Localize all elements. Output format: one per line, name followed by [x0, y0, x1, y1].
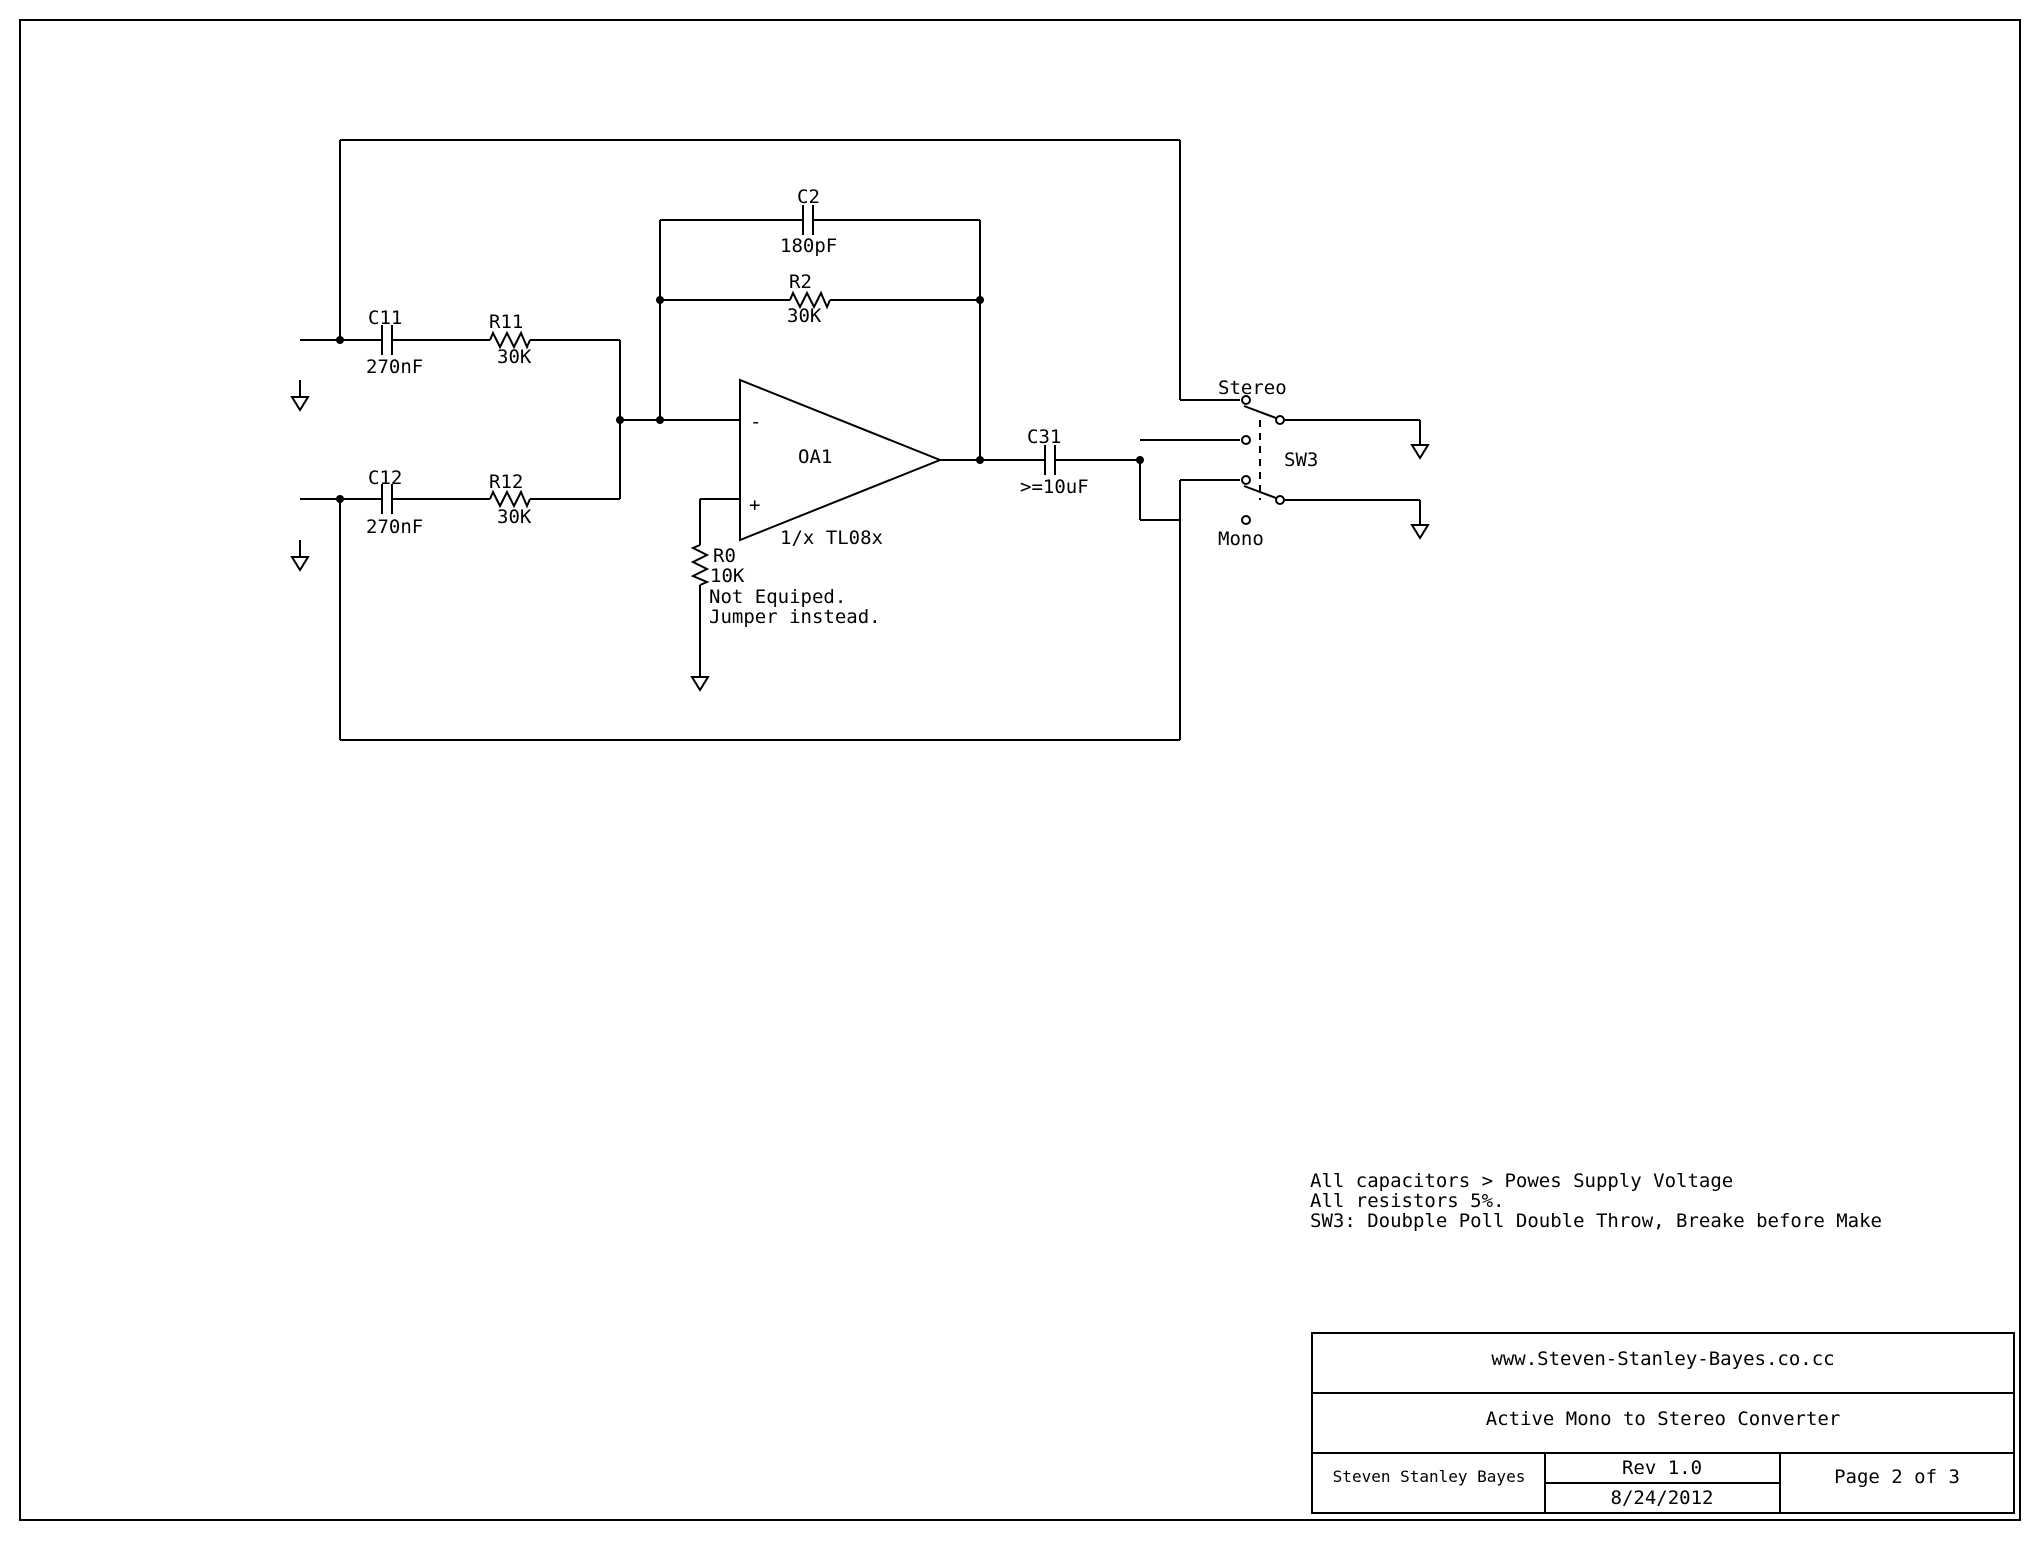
c31-label: C31 — [1027, 426, 1061, 448]
r2-value: 30K — [787, 305, 822, 327]
r12-label: R12 — [489, 471, 523, 493]
opamp-oa1 — [739, 378, 943, 542]
capacitor-c11 — [381, 325, 393, 355]
title-block-date: 8/24/2012 — [1611, 1487, 1714, 1509]
r11-label: R11 — [489, 311, 523, 333]
r0-label: R0 — [713, 545, 736, 567]
r11-value: 30K — [497, 346, 532, 368]
resistor-r0 — [690, 544, 710, 586]
r0-note-line2: Jumper instead. — [709, 606, 881, 628]
resistor-r12 — [489, 489, 531, 509]
capacitor-c31 — [1044, 445, 1056, 475]
opamp-plus-sign: + — [749, 494, 760, 516]
r0-value: 10K — [710, 565, 745, 587]
resistor-r11 — [489, 330, 531, 350]
oa1-label: OA1 — [798, 446, 832, 468]
r0-note-line1: Not Equiped. — [709, 586, 846, 608]
capacitor-c12 — [381, 484, 393, 514]
title-block-title: Active Mono to Stereo Converter — [1486, 1408, 1841, 1430]
sw3-stereo-label: Stereo — [1218, 377, 1287, 399]
note-line: All capacitors > Powes Supply Voltage — [1310, 1170, 1733, 1192]
switch-sw3 — [1241, 395, 1285, 525]
note-line: All resistors 5%. — [1310, 1190, 1504, 1212]
title-block-page: Page 2 of 3 — [1834, 1466, 1960, 1488]
title-block-author: Steven Stanley Bayes — [1333, 1467, 1526, 1486]
ground-symbol — [690, 672, 710, 692]
opamp-minus-sign: - — [750, 411, 761, 433]
c31-value: >=10uF — [1020, 476, 1089, 498]
ground-symbol — [290, 540, 310, 572]
oa1-value: 1/x TL08x — [780, 527, 883, 549]
c11-label: C11 — [368, 307, 402, 329]
ground-symbol — [1410, 524, 1430, 540]
sw3-label: SW3 — [1284, 449, 1318, 471]
ground-symbol — [290, 380, 310, 412]
title-block — [1311, 1332, 2015, 1514]
c12-label: C12 — [368, 467, 402, 489]
c2-label: C2 — [797, 186, 820, 208]
sw3-mono-label: Mono — [1218, 528, 1264, 550]
wires — [300, 139, 1421, 741]
page-border — [19, 19, 2021, 1521]
r12-value: 30K — [497, 506, 532, 528]
c12-value: 270nF — [366, 516, 423, 538]
c2-value: 180pF — [780, 235, 837, 257]
title-block-website: www.Steven-Stanley-Bayes.co.cc — [1491, 1348, 1834, 1370]
note-line: SW3: Doubple Poll Double Throw, Breake b… — [1310, 1210, 1882, 1232]
ground-symbol — [1410, 444, 1430, 460]
r2-label: R2 — [789, 271, 812, 293]
c11-value: 270nF — [366, 356, 423, 378]
title-block-revision: Rev 1.0 — [1622, 1457, 1702, 1479]
junctions — [336, 296, 1144, 503]
resistor-r2 — [789, 290, 831, 310]
capacitor-c2 — [802, 205, 814, 235]
